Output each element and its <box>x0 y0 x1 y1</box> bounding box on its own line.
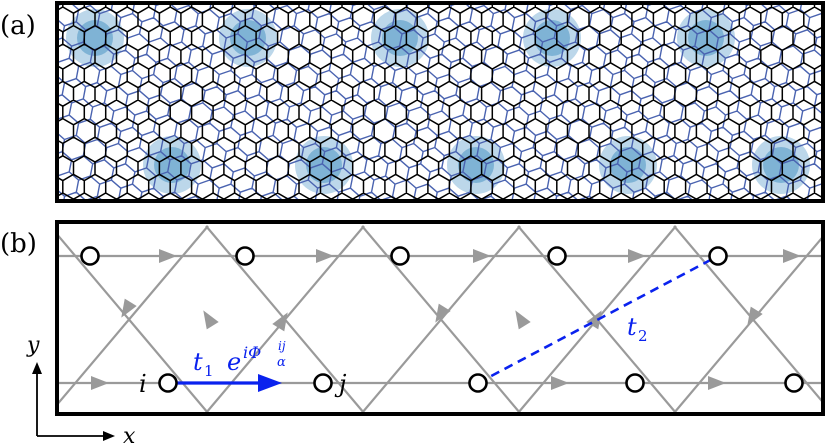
panel-a-frame <box>55 1 825 203</box>
phase-base: e <box>227 348 241 376</box>
t2-label: t 2 <box>627 313 648 345</box>
site-i-label: i <box>139 370 147 398</box>
honeycomb-cells <box>57 3 823 201</box>
t2-symbol: t <box>627 313 637 341</box>
blue-honeycomb-layer <box>57 3 823 201</box>
site <box>784 373 804 393</box>
y-axis-label: y <box>26 333 40 358</box>
site <box>313 373 333 393</box>
bottom-row-arrow <box>708 376 726 390</box>
site <box>708 246 728 266</box>
site <box>235 246 255 266</box>
site <box>80 246 100 266</box>
black-honeycomb-layer <box>57 3 823 201</box>
x-axis-label: x <box>123 424 136 445</box>
diagonal-arrow <box>121 298 137 318</box>
y-axis-arrowhead <box>32 362 42 374</box>
phase-exponent: iΦ <box>243 343 261 362</box>
t1-arrowhead <box>258 374 282 392</box>
site <box>625 373 645 393</box>
t2-hopping-line <box>477 254 719 385</box>
diagonal-arrow <box>435 303 451 323</box>
diagonal-arrow <box>203 310 219 330</box>
bottom-row-arrow <box>91 376 109 390</box>
x-axis-arrowhead <box>103 431 115 441</box>
panel-b-frame <box>55 220 825 416</box>
panel-a-label: (a) <box>0 11 36 41</box>
coordinate-axes <box>32 362 115 441</box>
panel-b-label: (b) <box>0 229 37 259</box>
top-row-arrow <box>473 249 491 263</box>
phase-subscript: α <box>277 355 286 370</box>
top-row-arrow <box>628 249 646 263</box>
diagonal-bond <box>361 225 521 414</box>
site <box>158 373 178 393</box>
diagonal-arrow <box>515 310 531 330</box>
top-row-arrow <box>783 249 801 263</box>
t1-symbol: t <box>193 348 203 376</box>
kagome-bonds <box>57 225 823 414</box>
t2-subscript: 2 <box>638 327 648 345</box>
diagonal-arrow <box>586 310 602 330</box>
t1-subscript: 1 <box>204 362 214 380</box>
bottom-row-arrow <box>551 376 569 390</box>
site <box>468 373 488 393</box>
aa-region-core <box>77 20 113 56</box>
diagonal-bond <box>57 225 209 407</box>
diagonal-arrow <box>747 306 763 326</box>
moire-lattice <box>57 3 823 201</box>
phase-superscript: ij <box>278 339 286 353</box>
site <box>547 246 567 266</box>
bond-direction-arrows <box>91 249 801 390</box>
site <box>390 246 410 266</box>
top-row-arrow <box>316 249 334 263</box>
t1-phase-label: t 1 e iΦ ij α <box>193 339 286 380</box>
lattice-sites <box>80 246 804 393</box>
diagonal-arrow <box>272 312 288 332</box>
top-row-arrow <box>159 249 177 263</box>
effective-triangular-lattice <box>57 225 823 414</box>
honeycomb-cells <box>57 3 823 201</box>
